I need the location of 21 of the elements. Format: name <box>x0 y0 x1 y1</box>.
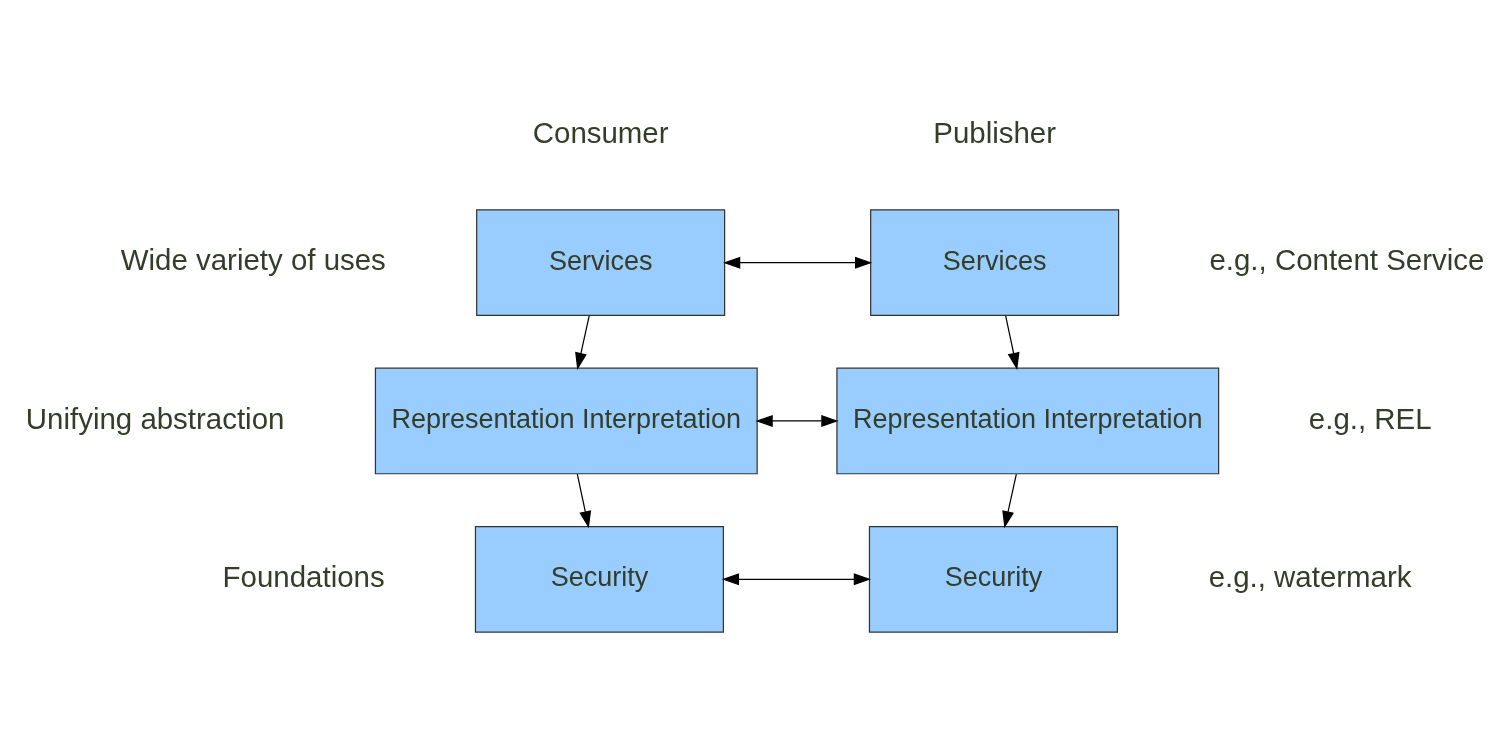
node-box: Representation Interpretation <box>835 367 1219 475</box>
arrow <box>576 473 591 529</box>
node-box: Security <box>868 525 1118 633</box>
label: e.g., REL <box>1308 401 1432 435</box>
label: Foundations <box>222 559 385 593</box>
node-box: Representation Interpretation <box>374 367 758 475</box>
label: e.g., Content Service <box>1208 243 1484 277</box>
arrow <box>722 256 872 269</box>
label: Wide variety of uses <box>120 243 386 277</box>
arrow <box>721 573 871 586</box>
arrow <box>574 315 590 370</box>
node-box: Services <box>475 209 725 317</box>
label: Unifying abstraction <box>25 401 284 435</box>
node-box: Security <box>474 525 724 633</box>
arrow <box>755 414 838 427</box>
label: e.g., watermark <box>1208 559 1412 593</box>
label: Publisher <box>932 115 1056 149</box>
arrow <box>1004 315 1019 370</box>
node-box: Services <box>869 209 1119 317</box>
label: Consumer <box>532 115 669 149</box>
arrow <box>1001 473 1017 529</box>
